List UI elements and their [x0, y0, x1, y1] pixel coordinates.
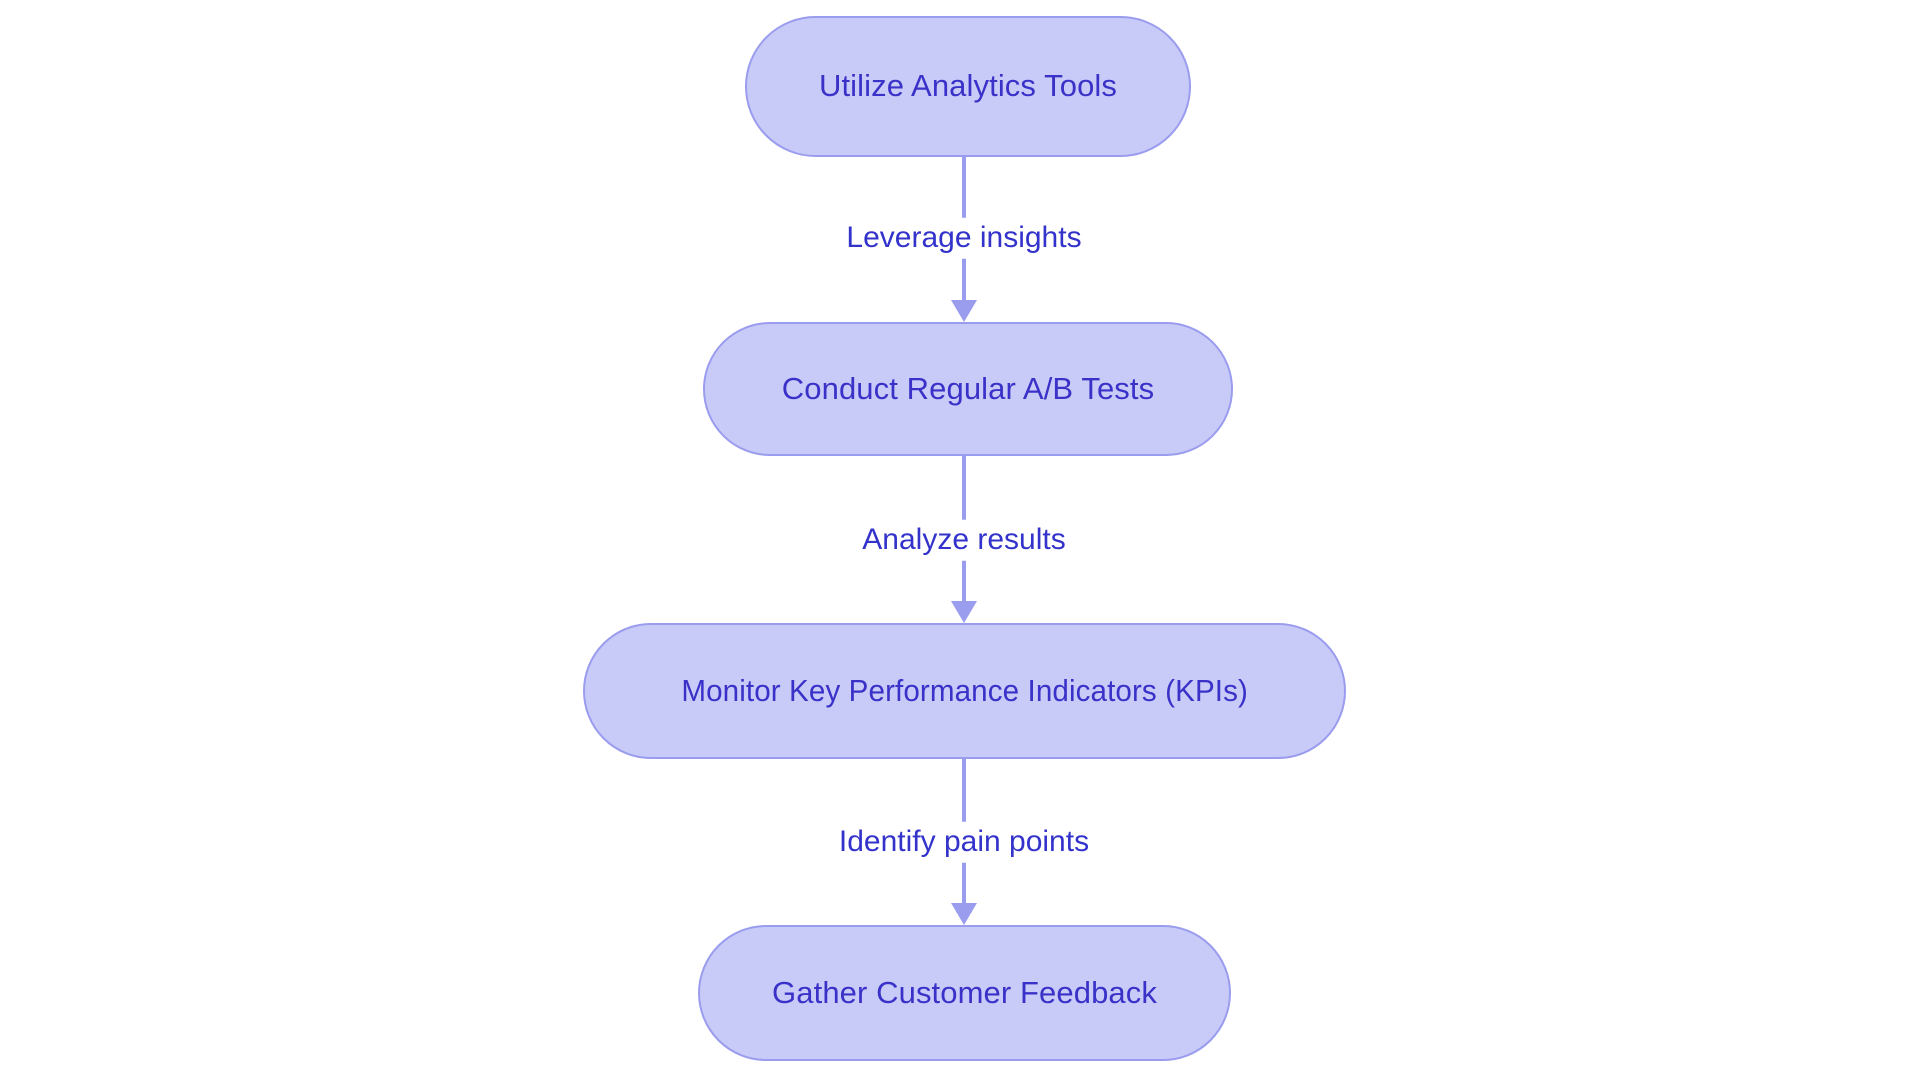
- flowchart-node-gather-customer-feedback[interactable]: Gather Customer Feedback: [698, 925, 1231, 1061]
- node-label: Monitor Key Performance Indicators (KPIs…: [681, 672, 1248, 708]
- flowchart-node-monitor-key-performance-indicators[interactable]: Monitor Key Performance Indicators (KPIs…: [583, 623, 1346, 759]
- node-label: Utilize Analytics Tools: [818, 68, 1118, 104]
- node-label: Gather Customer Feedback: [772, 974, 1157, 1010]
- edge-label-identify-pain-points: Identify pain points: [832, 821, 1096, 863]
- arrowhead-down-icon: [951, 300, 977, 322]
- edge-label-leverage-insights: Leverage insights: [840, 217, 1088, 259]
- node-label: Conduct Regular A/B Tests: [781, 370, 1155, 406]
- arrowhead-down-icon: [951, 903, 977, 925]
- arrowhead-down-icon: [951, 601, 977, 623]
- flowchart-node-utilize-analytics-tools[interactable]: Utilize Analytics Tools: [745, 16, 1191, 157]
- edge-label-analyze-results: Analyze results: [856, 519, 1072, 561]
- flowchart-node-conduct-regular-ab-tests[interactable]: Conduct Regular A/B Tests: [703, 322, 1233, 456]
